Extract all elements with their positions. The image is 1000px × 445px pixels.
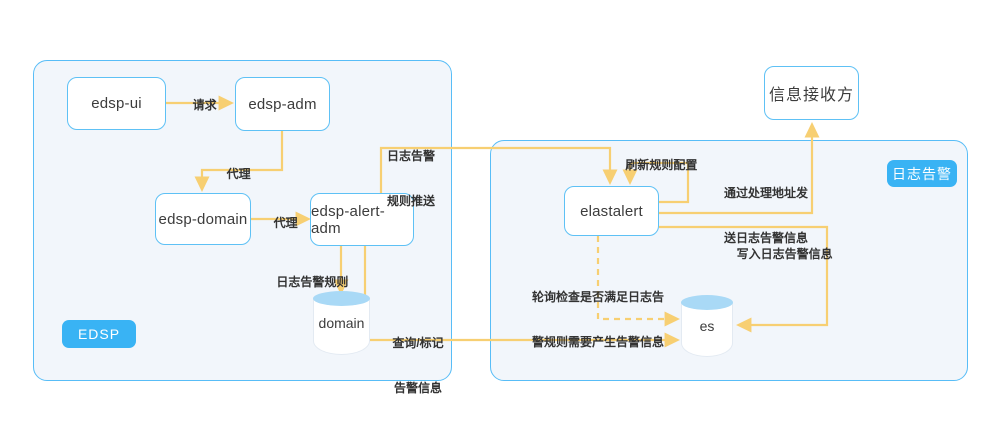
node-elastalert-label: elastalert: [580, 202, 643, 220]
node-edsp-adm[interactable]: edsp-adm: [235, 77, 330, 131]
edge-alert-adm-to-elastalert: [379, 146, 618, 193]
badge-log-alert-label: 日志告警: [892, 165, 952, 182]
node-edsp-domain-label: edsp-domain: [158, 210, 248, 228]
node-receiver[interactable]: 信息接收方: [764, 66, 859, 120]
edge-label-write-log-alert-text: 写入日志告警信息: [736, 247, 833, 261]
edge-label-rule-push-line1: 日志告警: [386, 149, 435, 163]
edge-label-send-via-address-line1: 通过处理地址发: [723, 186, 808, 200]
edge-elastalert-self-refresh: [622, 161, 690, 204]
edge-label-poll-check: 轮询检查是否满足日志告 警规则需要产生告警信息: [522, 260, 674, 380]
edge-label-poll-check-line1: 轮询检查是否满足日志告: [531, 290, 664, 304]
node-edsp-domain[interactable]: edsp-domain: [155, 193, 251, 245]
edge-label-proxy-2: 代理: [259, 201, 299, 246]
node-edsp-alert-adm[interactable]: edsp-alert-adm: [310, 193, 414, 246]
edge-label-proxy-1-text: 代理: [226, 167, 251, 181]
db-es-label: es: [699, 318, 715, 334]
edge-label-poll-check-line2: 警规则需要产生告警信息: [531, 335, 664, 349]
badge-edsp-label: EDSP: [77, 326, 121, 342]
badge-log-alert: 日志告警: [887, 160, 957, 187]
db-es-top: [681, 295, 733, 310]
edge-label-send-via-address-line2: 送日志告警信息: [723, 231, 808, 245]
edge-elastalert-to-receiver: [659, 122, 820, 215]
db-es[interactable]: es: [681, 295, 733, 357]
db-es-body: [681, 302, 733, 357]
edge-adm-to-domain: [194, 131, 284, 192]
node-elastalert[interactable]: elastalert: [564, 186, 659, 236]
edge-label-query-mark: 查询/标记 告警信息: [382, 306, 454, 426]
edge-elastalert-poll-es: [596, 236, 680, 327]
node-edsp-ui[interactable]: edsp-ui: [67, 77, 166, 130]
db-domain-label: domain: [318, 315, 365, 331]
edge-label-request: 请求: [168, 83, 228, 128]
node-edsp-alert-adm-label: edsp-alert-adm: [311, 202, 385, 237]
edge-label-query-mark-line2: 告警信息: [393, 381, 442, 395]
edge-label-rule-push: 日志告警 规则推送: [380, 119, 442, 239]
edge-label-write-log-alert: 写入日志告警信息: [723, 232, 833, 277]
badge-edsp: EDSP: [62, 320, 136, 348]
edge-label-query-mark-line1: 查询/标记: [392, 336, 444, 350]
edge-label-rule-push-line2: 规则推送: [386, 194, 435, 208]
edge-elastalert-to-es-write: [659, 225, 829, 333]
db-domain[interactable]: domain: [313, 291, 370, 355]
db-domain-top: [313, 291, 370, 306]
edge-label-proxy-2-text: 代理: [273, 216, 298, 230]
edge-label-proxy-1: 代理: [212, 152, 252, 197]
node-edsp-ui-label: edsp-ui: [91, 95, 142, 112]
edge-label-request-text: 请求: [192, 98, 217, 112]
edge-label-log-alert-rule: 日志告警规则: [263, 260, 348, 305]
node-receiver-label: 信息接收方: [768, 87, 854, 104]
edge-label-log-alert-rule-text: 日志告警规则: [276, 275, 349, 289]
db-domain-body: [313, 298, 370, 355]
edge-label-send-via-address: 通过处理地址发 送日志告警信息: [720, 156, 812, 276]
node-edsp-adm-label: edsp-adm: [248, 95, 317, 113]
edge-label-refresh-rule-config: 刷新规则配置: [612, 143, 698, 188]
edge-label-refresh-rule-config-text: 刷新规则配置: [625, 158, 698, 172]
